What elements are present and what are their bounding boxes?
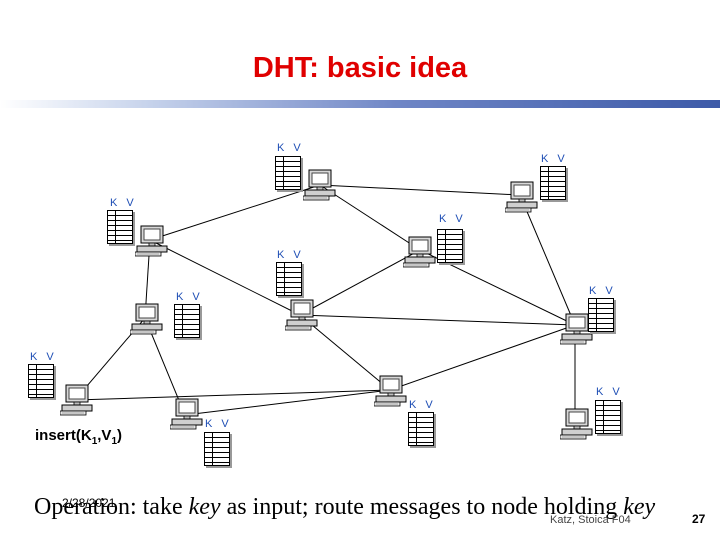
kv-label: K V: [541, 153, 568, 165]
kv-label: K V: [589, 285, 616, 297]
kv-table-icon: [174, 304, 200, 338]
link: [299, 314, 576, 326]
computer-node-icon: [59, 383, 94, 417]
title-accent-bar: [0, 100, 720, 108]
kv-label: K V: [277, 249, 304, 261]
computer-node-icon: [169, 397, 204, 431]
insert-operation-label: insert(K1,V1): [35, 427, 122, 447]
kv-table-icon: [408, 412, 434, 446]
computer-node-icon: [302, 168, 337, 202]
link: [149, 184, 321, 241]
kv-label: K V: [596, 386, 623, 398]
link: [299, 314, 391, 391]
computer-node-icon: [134, 224, 169, 258]
kv-table-icon: [588, 298, 614, 332]
kv-label: K V: [110, 197, 137, 209]
kv-label: K V: [205, 418, 232, 430]
kv-label: K V: [30, 351, 57, 363]
computer-node-icon: [559, 407, 594, 441]
computer-node-icon: [504, 180, 539, 214]
computer-node-icon: [402, 235, 437, 269]
computer-node-icon: [373, 374, 408, 408]
link: [149, 239, 301, 316]
kv-table-icon: [437, 229, 463, 263]
link: [319, 184, 421, 251]
computer-node-icon: [284, 298, 319, 332]
link: [299, 249, 421, 316]
kv-table-icon: [204, 432, 230, 466]
kv-label: K V: [176, 291, 203, 303]
kv-table-icon: [275, 156, 301, 190]
link: [74, 389, 391, 401]
kv-table-icon: [276, 262, 302, 296]
kv-table-icon: [540, 166, 566, 200]
kv-label: K V: [277, 142, 304, 154]
page-number: 27: [692, 512, 706, 526]
operation-description: Operation: take key as input; route mess…: [34, 494, 656, 520]
link: [319, 184, 521, 196]
kv-label: K V: [409, 399, 436, 411]
kv-label: K V: [439, 213, 466, 225]
kv-table-icon: [595, 400, 621, 434]
kv-table-icon: [107, 210, 133, 244]
link: [389, 324, 576, 391]
slide-title: DHT: basic idea: [252, 52, 468, 84]
kv-table-icon: [28, 364, 54, 398]
link: [184, 389, 391, 416]
slide-author: Katz, Stoica F04: [550, 514, 631, 526]
link: [519, 194, 576, 326]
slide-date: 2/28/2021: [62, 496, 116, 510]
computer-node-icon: [129, 302, 164, 336]
